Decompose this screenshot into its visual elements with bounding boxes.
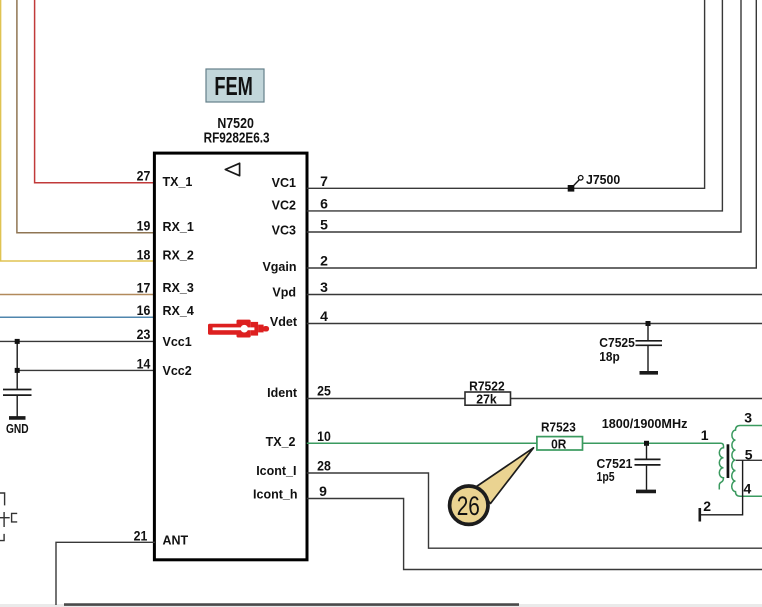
svg-text:2: 2 xyxy=(320,253,328,269)
svg-text:17: 17 xyxy=(137,279,151,295)
svg-text:5: 5 xyxy=(320,217,328,233)
svg-text:VC2: VC2 xyxy=(272,199,296,213)
svg-text:14: 14 xyxy=(137,356,151,372)
svg-text:3: 3 xyxy=(320,279,328,295)
svg-text:Vcc2: Vcc2 xyxy=(163,364,192,378)
svg-text:2: 2 xyxy=(703,498,711,514)
svg-text:26: 26 xyxy=(457,491,480,521)
svg-text:RX_4: RX_4 xyxy=(163,304,194,318)
svg-text:27k: 27k xyxy=(476,392,497,407)
svg-text:21: 21 xyxy=(134,528,148,544)
svg-text:18: 18 xyxy=(137,247,151,263)
svg-text:25: 25 xyxy=(317,382,331,398)
svg-text:RX_1: RX_1 xyxy=(163,220,194,234)
svg-text:10: 10 xyxy=(317,428,331,444)
svg-text:4: 4 xyxy=(320,308,328,324)
svg-text:Vdet: Vdet xyxy=(270,315,298,329)
svg-text:RF9282E6.3: RF9282E6.3 xyxy=(204,131,270,147)
svg-text:4: 4 xyxy=(744,481,752,497)
svg-text:27: 27 xyxy=(137,168,151,184)
svg-text:VC3: VC3 xyxy=(272,224,296,238)
svg-text:Vpd: Vpd xyxy=(272,286,296,300)
svg-text:R7522: R7522 xyxy=(469,379,505,394)
svg-text:N7520: N7520 xyxy=(217,116,254,132)
svg-text:J7500: J7500 xyxy=(586,172,620,187)
svg-text:Icont_h: Icont_h xyxy=(253,487,297,501)
svg-text:5: 5 xyxy=(745,447,753,463)
svg-text:C7525: C7525 xyxy=(599,335,635,350)
svg-text:23: 23 xyxy=(137,326,151,342)
svg-text:Vcc1: Vcc1 xyxy=(163,335,192,349)
svg-text:VC1: VC1 xyxy=(272,176,296,190)
svg-text:TX_2: TX_2 xyxy=(266,435,296,449)
svg-text:19: 19 xyxy=(137,218,151,234)
svg-text:6: 6 xyxy=(320,196,328,212)
svg-text:FEM: FEM xyxy=(214,71,253,101)
svg-text:1800/1900MHz: 1800/1900MHz xyxy=(602,416,688,431)
svg-text:16: 16 xyxy=(137,302,151,318)
svg-text:18p: 18p xyxy=(599,349,619,364)
svg-text:1p5: 1p5 xyxy=(597,469,615,484)
svg-text:GND: GND xyxy=(6,421,29,436)
svg-text:TX_1: TX_1 xyxy=(163,175,193,189)
svg-text:28: 28 xyxy=(317,458,331,474)
svg-text:1: 1 xyxy=(701,427,709,443)
svg-text:9: 9 xyxy=(319,483,327,499)
svg-text:R7523: R7523 xyxy=(541,420,576,435)
svg-text:Icont_I: Icont_I xyxy=(256,464,296,478)
svg-text:Ident: Ident xyxy=(267,386,298,400)
svg-text:7: 7 xyxy=(320,173,328,189)
svg-text:0R: 0R xyxy=(551,437,567,452)
svg-text:Vgain: Vgain xyxy=(262,260,296,274)
svg-text:3: 3 xyxy=(744,409,752,425)
svg-text:ANT: ANT xyxy=(163,534,189,548)
svg-text:C7521: C7521 xyxy=(597,456,633,471)
svg-text:RX_2: RX_2 xyxy=(163,248,194,262)
svg-text:RX_3: RX_3 xyxy=(163,281,194,295)
